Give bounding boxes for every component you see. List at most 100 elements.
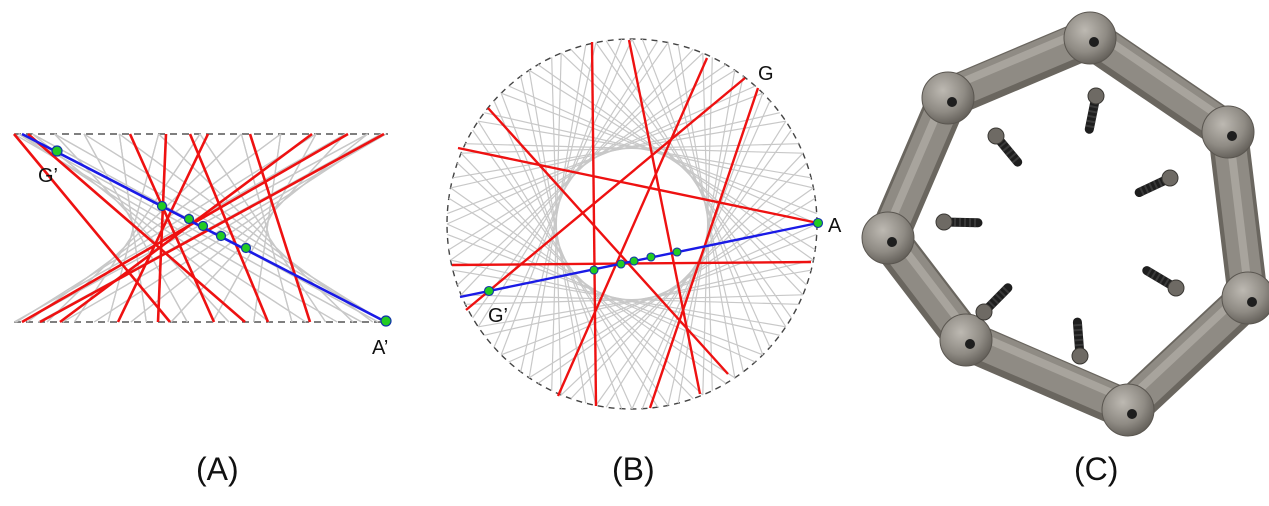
- panel-c-joint: [1221, 271, 1269, 325]
- panel-b-point: [812, 217, 824, 229]
- panel-a-grey-ruling: [199, 133, 327, 323]
- panel-c-joint-cap: [947, 97, 957, 107]
- panel-a-red-ruling: [248, 133, 312, 323]
- panel-c-beam-highlight: [962, 326, 1132, 404]
- panel-b-grey-chord: [677, 70, 736, 404]
- panel-b-grey-chord: [537, 187, 814, 384]
- panel-a-red-rulings: [12, 132, 385, 324]
- panel-a-red-ruling: [116, 133, 210, 323]
- panel-b-grey-chord: [478, 269, 812, 328]
- panel-b-boundary-circle: [446, 38, 818, 410]
- panel-a-caption: (A): [196, 451, 239, 487]
- panel-a-grey-ruling: [253, 133, 282, 323]
- panel-b-grey-chord: [605, 120, 787, 408]
- panel-b-grey-chord: [447, 92, 764, 215]
- panel-c-joint-cap: [1227, 131, 1237, 141]
- panel-b-blue-line: [459, 221, 819, 299]
- panel-b-caption: (B): [612, 451, 655, 487]
- panel-a-red-ruling: [27, 133, 246, 323]
- panel-c-bolt-nut: [935, 213, 953, 231]
- panel-a-point: [156, 200, 168, 212]
- panel-a-grey-ruling: [21, 133, 368, 323]
- panel-a-intersection-points: [51, 145, 392, 327]
- panel-c-joint-cap: [887, 237, 897, 247]
- panel-a-point: [197, 220, 209, 232]
- panel-b-point: [672, 247, 682, 257]
- panel-b-grey-chord: [520, 42, 597, 372]
- panel-a-point: [51, 145, 63, 157]
- panel-b-red-chord: [648, 87, 760, 409]
- panel-b-red-chord: [487, 107, 729, 375]
- panel-b-grey-chord: [570, 152, 804, 400]
- panel-a-point: [183, 213, 195, 225]
- panel-c-bolt-nut: [1087, 87, 1105, 105]
- panel-c-joint: [921, 71, 975, 125]
- panel-c-bolt-nut: [1167, 279, 1185, 297]
- panel-b-label-g: G: [758, 63, 774, 85]
- panel-b-grey-chord: [452, 120, 786, 179]
- panel-b-grey-chord: [472, 42, 669, 319]
- panel-a-red-ruling: [39, 132, 385, 324]
- panel-a-point: [240, 242, 252, 254]
- panel-c-beam: [950, 321, 1144, 423]
- panel-c-joint-cap: [965, 339, 975, 349]
- panel-b-grey-chord: [702, 53, 713, 391]
- panel-b-grey-chord: [667, 42, 744, 372]
- panel-a-point: [380, 315, 392, 327]
- panel-c-bolt-nut: [987, 127, 1005, 145]
- panel-b-grey-chord: [595, 42, 792, 319]
- panel-c-joint: [1101, 383, 1155, 437]
- panel-c-joint-cap: [1247, 297, 1257, 307]
- panel-a-hyperboloid-side-view: G’ A’ (A): [12, 132, 392, 487]
- panel-c-bolt-nut: [975, 303, 993, 321]
- panel-a-grey-ruling: [14, 133, 346, 323]
- panel-b-red-chord: [556, 57, 709, 397]
- panel-a-red-ruling: [21, 132, 349, 324]
- panel-a-grey-ruling: [158, 133, 354, 323]
- panel-b-intersection-points: [483, 217, 824, 297]
- panel-a-grey-ruling: [83, 133, 385, 323]
- panel-b-red-chord: [457, 146, 819, 225]
- panel-c-bolt-nut: [1161, 169, 1179, 187]
- panel-c-joint: [861, 211, 915, 265]
- panel-a-point: [215, 230, 227, 242]
- panel-a-grey-ruling: [93, 133, 382, 323]
- panel-c-heptagonal-frame-render: (C): [861, 11, 1269, 487]
- panel-a-red-ruling: [188, 133, 270, 323]
- panel-a-label-a-prime: A’: [372, 337, 388, 359]
- panel-b-grey-chord: [560, 52, 808, 286]
- panel-b-red-chord: [465, 77, 746, 311]
- panel-b-point: [616, 259, 626, 269]
- panel-a-grey-ruling: [118, 133, 374, 323]
- panel-b-grey-rulings: [446, 38, 818, 410]
- panel-a-red-ruling: [12, 133, 172, 323]
- panel-c-joint-cap: [1089, 37, 1099, 47]
- panel-c-joint: [1201, 105, 1255, 159]
- panel-b-grey-chord: [456, 52, 704, 286]
- panel-a-grey-ruling: [15, 133, 317, 323]
- panel-b-grey-chord: [631, 38, 771, 348]
- panel-b-point: [629, 256, 639, 266]
- panel-b-grey-chord: [484, 112, 814, 189]
- panel-a-grey-ruling: [54, 133, 386, 323]
- panel-c-joint: [1063, 11, 1117, 65]
- panel-b-hyperboloid-top-view: G A G’ (B): [446, 38, 842, 487]
- panel-b-point: [646, 252, 656, 262]
- panel-c-bolts: [935, 87, 1185, 365]
- panel-c-caption: (C): [1074, 451, 1118, 487]
- panel-b-label-g-prime: G’: [488, 305, 508, 327]
- panel-b-grey-chord: [450, 187, 727, 384]
- panel-c-joint: [939, 313, 993, 367]
- panel-c-frame-joints: [861, 11, 1269, 437]
- panel-b-point: [483, 285, 495, 297]
- panel-b-label-a: A: [828, 215, 842, 237]
- panel-a-grey-ruling: [212, 133, 317, 323]
- panel-b-grey-chord: [551, 53, 562, 391]
- panel-a-label-g-prime: G’: [38, 165, 58, 187]
- panel-c-bolt-nut: [1071, 347, 1089, 365]
- panel-a-grey-ruling: [107, 133, 160, 323]
- panel-a-red-ruling: [128, 133, 216, 323]
- panel-c-joint-cap: [1127, 409, 1137, 419]
- panel-b-red-chord: [627, 39, 702, 395]
